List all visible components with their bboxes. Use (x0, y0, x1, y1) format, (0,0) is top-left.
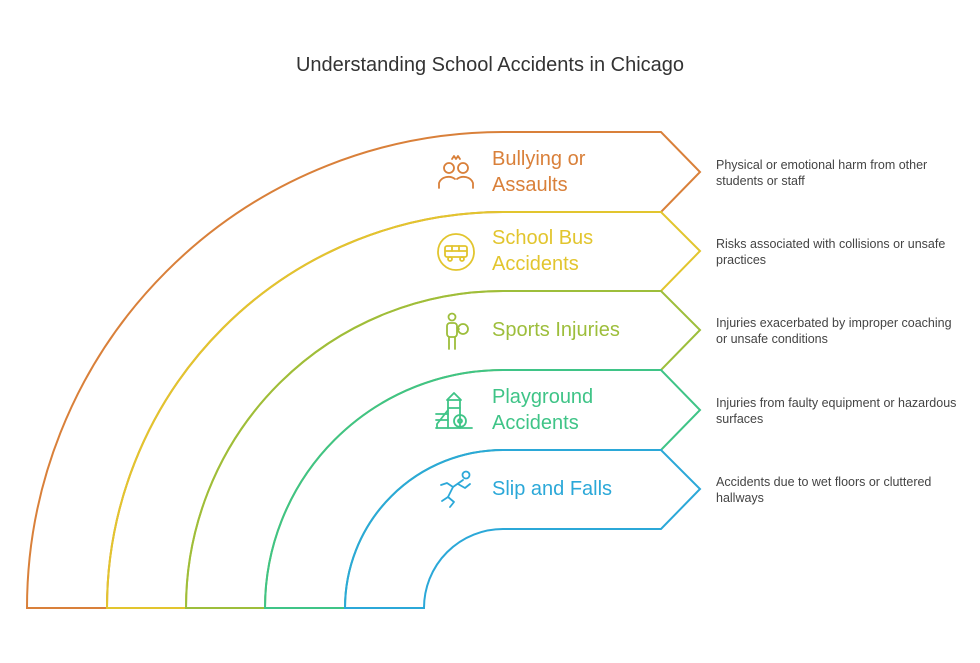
school-bus-icon (436, 232, 476, 272)
band-label-sports-injuries: Sports Injuries (492, 319, 620, 341)
playground-icon (434, 390, 474, 430)
falling-person-icon (436, 469, 476, 509)
diagram-title: Understanding School Accidents in Chicag… (295, 54, 685, 76)
band-label-slip-and-falls: Slip and Falls (492, 478, 613, 500)
band-label-playground-accidents: Playground Accidents (492, 386, 594, 434)
band-label-bullying-or-assaults: Bullying or Assaults (492, 148, 586, 196)
band-description-playground-accidents: Injuries from faulty equipment or hazard… (716, 396, 957, 426)
band-label-school-bus-accidents: School Bus Accidents (492, 227, 594, 275)
band-description-school-bus-accidents: Risks associated with collisions or unsa… (716, 237, 946, 267)
band-description-slip-and-falls: Accidents due to wet floors or cluttered… (716, 475, 932, 505)
athlete-icon (436, 311, 476, 351)
band-description-bullying-or-assaults: Physical or emotional harm from other st… (716, 158, 928, 188)
band-slip-and-falls (343, 449, 702, 609)
people-conflict-icon (436, 152, 476, 192)
band-description-sports-injuries: Injuries exacerbated by improper coachin… (716, 316, 952, 346)
